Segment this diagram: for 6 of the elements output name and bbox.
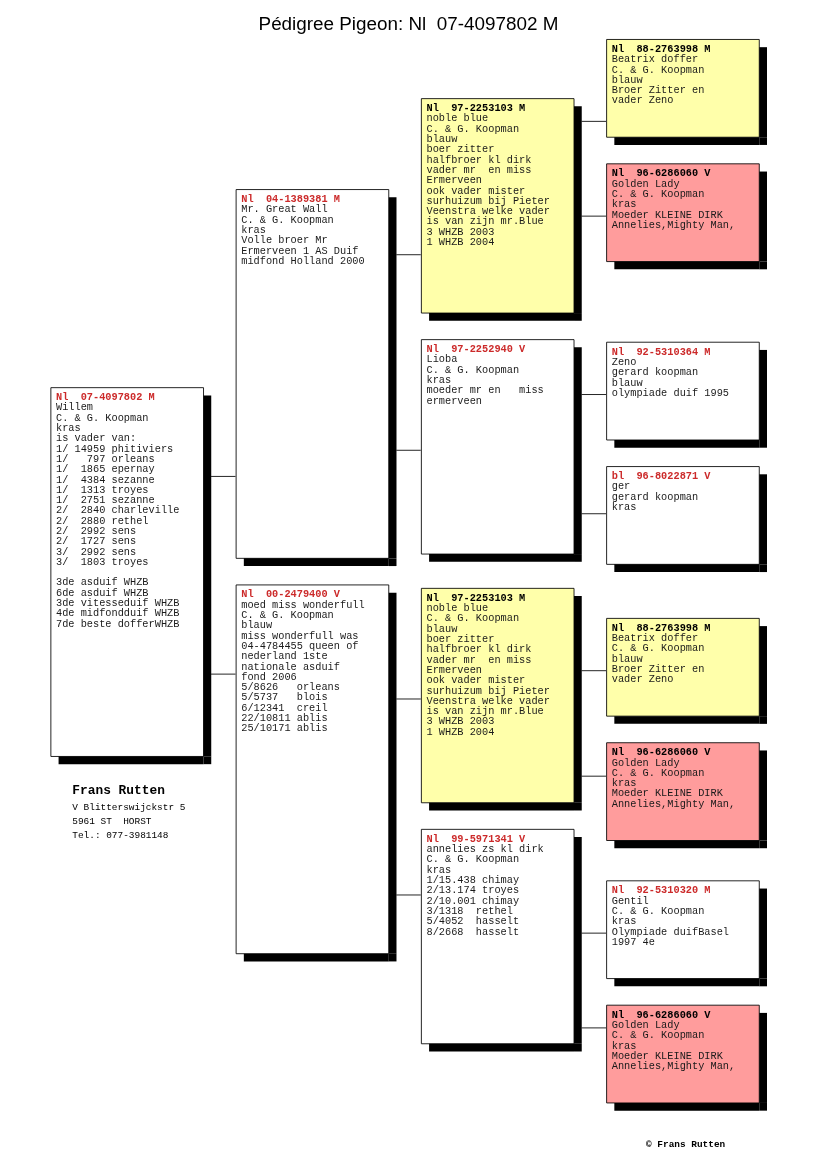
label: V Blitterswijckstr 5 <box>71 802 185 814</box>
label: 5961 ST HORST <box>71 816 151 828</box>
label: Frans Rutten <box>71 783 165 799</box>
label: © Frans Rutten <box>645 1138 725 1150</box>
diagram-title: Pédigree Pigeon: Nl 07-4097802 M <box>258 13 558 35</box>
label: Tel.: 077-3981148 <box>71 829 168 841</box>
